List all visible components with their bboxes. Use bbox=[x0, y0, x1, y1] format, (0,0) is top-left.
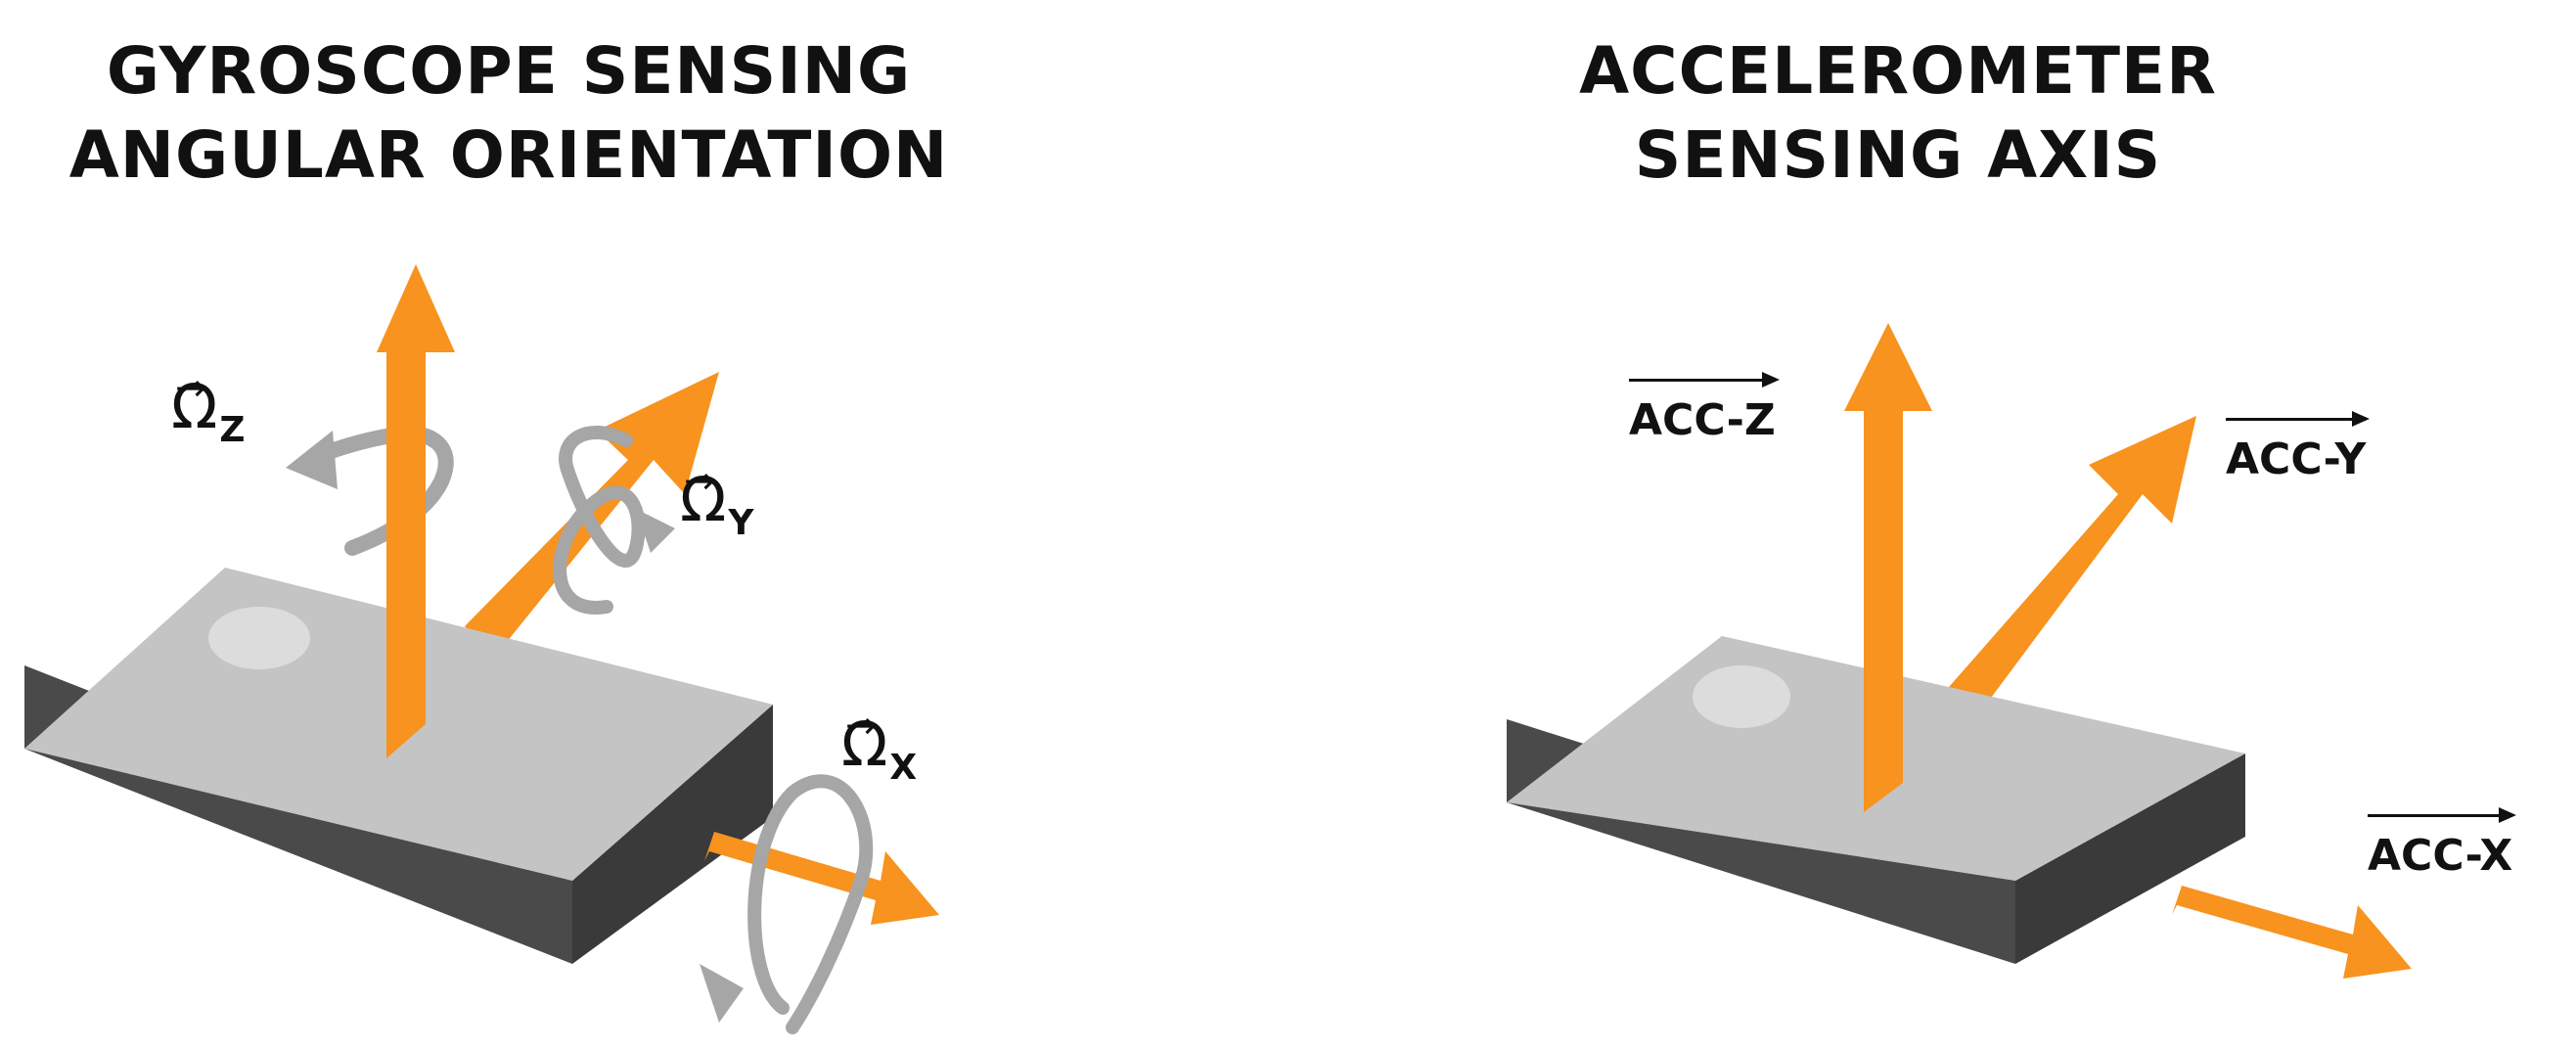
vector-arrow-icon: → bbox=[175, 366, 206, 409]
gyro-chip-right-face bbox=[572, 705, 773, 964]
gyro-x-axis-arrow bbox=[704, 832, 939, 925]
omega-y-subscript: Y bbox=[728, 503, 754, 543]
accelerometer-title: ACCELEROMETER SENSING AXIS bbox=[1526, 29, 2270, 198]
acc-y-text: ACC-Y bbox=[2226, 434, 2367, 484]
acc-y-axis-arrow bbox=[1942, 416, 2196, 724]
gyroscope-title-line1: GYROSCOPE SENSING bbox=[106, 33, 912, 109]
acc-x-axis-arrow bbox=[2172, 886, 2412, 979]
accelerometer-title-line1: ACCELEROMETER bbox=[1579, 33, 2217, 109]
acc-chip-right-face bbox=[2015, 753, 2245, 964]
omega-z-subscript: Z bbox=[219, 410, 246, 450]
acc-z-label: ACC-Z bbox=[1629, 372, 1780, 445]
gyro-x-rotation-arrow bbox=[747, 774, 874, 1034]
gyro-chip-dot bbox=[208, 607, 310, 669]
accelerometer-title-line2: SENSING AXIS bbox=[1634, 117, 2162, 193]
vector-arrow-icon: → bbox=[845, 704, 877, 747]
gyro-z-rotation-arrowhead bbox=[286, 431, 338, 489]
gyro-y-rotation-arrowhead bbox=[636, 509, 675, 553]
acc-z-axis-arrow bbox=[1844, 323, 1932, 812]
vector-bar-icon bbox=[1629, 372, 1780, 388]
omega-symbol: Ω bbox=[680, 464, 727, 535]
omega-y-label: → ΩY bbox=[680, 459, 754, 543]
acc-x-label: ACC-X bbox=[2368, 807, 2517, 881]
acc-chip-dot bbox=[1693, 665, 1790, 728]
omega-symbol: Ω bbox=[841, 708, 888, 780]
vector-bar-icon bbox=[2368, 807, 2517, 823]
acc-y-label: ACC-Y bbox=[2226, 411, 2371, 484]
omega-z-label: → ΩZ bbox=[171, 366, 246, 450]
acc-x-text: ACC-X bbox=[2368, 831, 2513, 881]
acc-z-text: ACC-Z bbox=[1629, 395, 1776, 445]
omega-x-subscript: X bbox=[889, 748, 918, 788]
omega-x-label: → ΩX bbox=[841, 704, 918, 788]
vector-arrow-icon: → bbox=[684, 459, 715, 502]
omega-symbol: Ω bbox=[171, 371, 218, 442]
gyro-y-rotation-arrow bbox=[553, 425, 646, 615]
gyroscope-title: GYROSCOPE SENSING ANGULAR ORIENTATION bbox=[29, 29, 988, 198]
gyroscope-title-line2: ANGULAR ORIENTATION bbox=[68, 117, 949, 193]
vector-bar-icon bbox=[2226, 411, 2371, 427]
gyro-z-axis-arrow bbox=[377, 264, 455, 758]
gyro-x-rotation-arrowhead bbox=[700, 964, 744, 1023]
